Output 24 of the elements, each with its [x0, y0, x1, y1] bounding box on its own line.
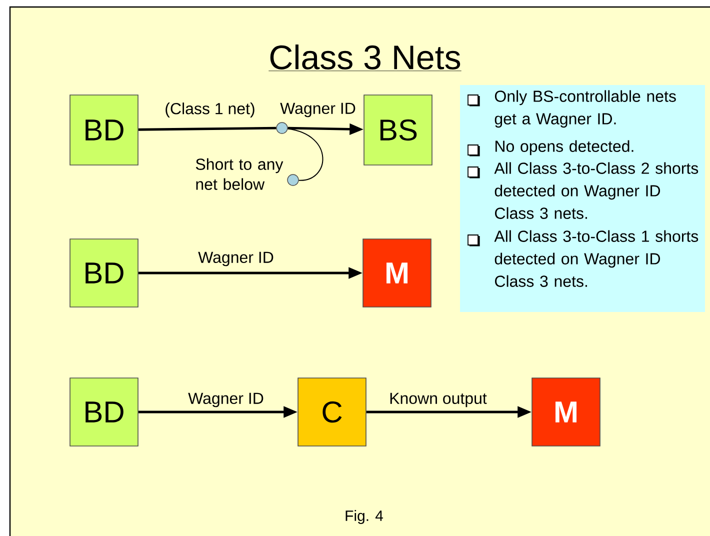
block-box: BD	[70, 378, 138, 446]
edge-label: Wagner ID	[188, 392, 264, 408]
edge-label: (Class 1 net)	[166, 102, 254, 118]
note-text: All Class 3-to-Class 1 shorts detected on Wagner ID Class 3 nets.	[494, 230, 698, 287]
edge-label: Wagner ID	[280, 102, 356, 118]
caption: Fig. 4	[346, 510, 383, 524]
edge-label: Known output	[390, 392, 487, 408]
title: Class 3 Nets	[268, 44, 462, 72]
connector	[287, 128, 324, 181]
node-caption: Short to any net below	[196, 158, 284, 190]
edge-label: Wagner ID	[198, 252, 274, 266]
note-panel	[460, 85, 705, 312]
note-text: No opens detected.	[496, 140, 634, 156]
connector	[138, 126, 276, 131]
net-node-circle	[287, 174, 299, 186]
net-node-circle	[276, 122, 288, 134]
block-box: M	[532, 378, 600, 446]
block-box: M	[362, 238, 432, 308]
block-box: C	[298, 378, 366, 446]
block-box: BS	[364, 94, 432, 166]
block-box: BD	[70, 94, 138, 166]
note-text: All Class 3-to-Class 2 shorts detected on Wagner ID Class 3 nets.	[494, 162, 698, 219]
block-box: BD	[70, 238, 138, 308]
note-text: Only BS-controllable nets get a Wagner ID.	[494, 90, 676, 128]
